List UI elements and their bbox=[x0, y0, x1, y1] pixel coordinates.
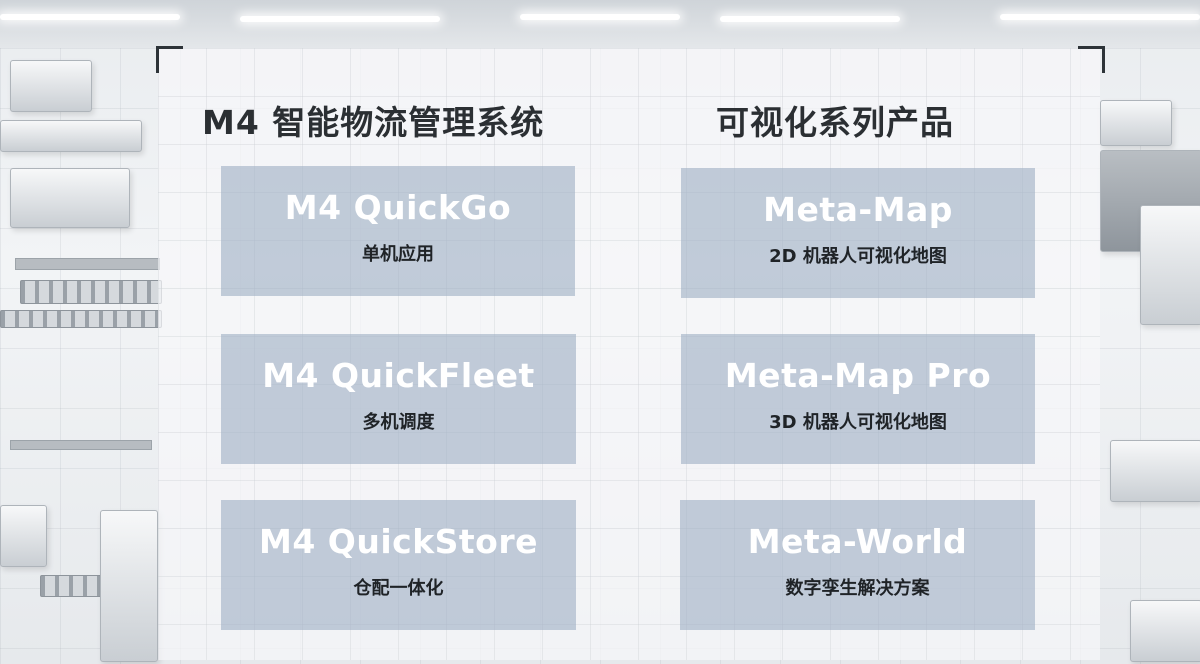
conveyor bbox=[20, 280, 162, 304]
column-title-visualization: 可视化系列产品 bbox=[716, 103, 954, 142]
machine bbox=[1140, 205, 1200, 325]
conveyor bbox=[0, 310, 162, 328]
card-name: Meta-World bbox=[747, 522, 968, 561]
card-description: 3D 机器人可视化地图 bbox=[769, 412, 947, 433]
card-m4-quickfleet[interactable]: M4 QuickFleet 多机调度 bbox=[221, 334, 576, 464]
machine bbox=[0, 505, 47, 567]
card-meta-map-pro[interactable]: Meta-Map Pro 3D 机器人可视化地图 bbox=[681, 334, 1035, 464]
panel-corner-top-right bbox=[1078, 46, 1105, 73]
machine bbox=[1130, 600, 1200, 662]
ceiling-light bbox=[520, 14, 680, 20]
card-meta-map[interactable]: Meta-Map 2D 机器人可视化地图 bbox=[681, 168, 1035, 298]
ceiling-light bbox=[1000, 14, 1200, 20]
card-name: M4 QuickGo bbox=[284, 188, 512, 227]
card-meta-world[interactable]: Meta-World 数字孪生解决方案 bbox=[680, 500, 1035, 630]
ceiling-light bbox=[0, 14, 180, 20]
machine bbox=[10, 168, 130, 228]
ceiling bbox=[0, 0, 1200, 48]
rail bbox=[15, 258, 160, 270]
card-name: Meta-Map bbox=[763, 190, 953, 229]
card-description: 单机应用 bbox=[362, 244, 434, 265]
machine bbox=[100, 510, 158, 662]
machine bbox=[1110, 440, 1200, 502]
card-name: M4 QuickStore bbox=[258, 522, 539, 561]
card-description: 2D 机器人可视化地图 bbox=[769, 246, 947, 267]
machine bbox=[10, 60, 92, 112]
machine bbox=[0, 120, 142, 152]
machine bbox=[1100, 100, 1172, 146]
ceiling-light bbox=[720, 16, 900, 22]
card-description: 仓配一体化 bbox=[353, 578, 444, 599]
card-m4-quickgo[interactable]: M4 QuickGo 单机应用 bbox=[221, 166, 575, 296]
card-name: Meta-Map Pro bbox=[724, 356, 992, 395]
card-m4-quickstore[interactable]: M4 QuickStore 仓配一体化 bbox=[221, 500, 576, 630]
card-description: 多机调度 bbox=[362, 412, 435, 433]
rail bbox=[10, 440, 152, 450]
panel-corner-top-left bbox=[156, 46, 183, 73]
column-title-m4-system: M4 智能物流管理系统 bbox=[202, 103, 545, 142]
ceiling-light bbox=[240, 16, 440, 22]
card-name: M4 QuickFleet bbox=[262, 356, 535, 395]
card-description: 数字孪生解决方案 bbox=[785, 578, 930, 599]
